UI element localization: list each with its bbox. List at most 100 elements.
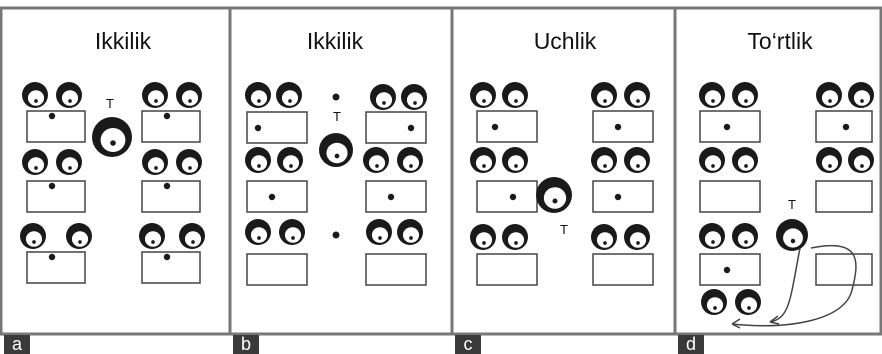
- desk-dot: [163, 253, 171, 261]
- desk: [699, 180, 761, 213]
- desk: [365, 180, 427, 213]
- desk: [26, 251, 86, 284]
- desk-dot: [163, 112, 171, 120]
- desk: [815, 253, 873, 286]
- panel-a-label: a: [4, 335, 30, 354]
- move-arrow: [731, 244, 857, 327]
- panel-c-title: Uchlik: [533, 28, 597, 54]
- panel-b-label: b: [233, 335, 259, 354]
- student-head: [176, 82, 202, 108]
- desk-dot: [723, 266, 731, 274]
- desk-dot: [48, 112, 56, 120]
- student-head: [624, 147, 650, 173]
- student-head: [401, 84, 427, 110]
- student-head: [816, 147, 842, 173]
- desk-dot: [491, 123, 499, 131]
- desk: [141, 180, 201, 213]
- student-head: [363, 147, 389, 173]
- student-head: [735, 289, 761, 315]
- student-head: [276, 82, 302, 108]
- student-head: [732, 82, 758, 108]
- desk-dot: [254, 124, 262, 132]
- student-head: [397, 147, 423, 173]
- desk-dot: [268, 193, 276, 201]
- student-head: [699, 82, 725, 108]
- desk: [592, 180, 654, 213]
- arrow-head: [731, 318, 741, 329]
- student-head: [624, 224, 650, 250]
- teacher-head: [319, 133, 353, 167]
- student-head: [701, 289, 727, 315]
- student-head: [366, 219, 392, 245]
- student-head: [848, 147, 874, 173]
- panel-d-title: To‘rtlik: [747, 28, 813, 54]
- student-head: [591, 82, 617, 108]
- student-head: [591, 224, 617, 250]
- desk-dot: [48, 182, 56, 190]
- desk-dot: [407, 124, 415, 132]
- desk: [26, 110, 86, 143]
- desk: [476, 180, 538, 213]
- desk: [141, 110, 201, 143]
- panel-c-label: c: [455, 335, 481, 354]
- student-head: [470, 224, 496, 250]
- desk: [246, 253, 308, 286]
- desk: [476, 253, 538, 286]
- desk-dot: [163, 182, 171, 190]
- marker-dot: [332, 231, 340, 239]
- student-head: [142, 82, 168, 108]
- student-head: [397, 219, 423, 245]
- panel-b-title: Ikkilik: [306, 28, 364, 54]
- desk-dot: [48, 253, 56, 261]
- desk: [365, 111, 427, 144]
- desk-dot: [509, 193, 517, 201]
- desk: [476, 110, 538, 143]
- arrow-head: [769, 315, 780, 325]
- student-head: [277, 147, 303, 173]
- student-head: [139, 223, 165, 249]
- desk: [365, 253, 427, 286]
- student-head: [470, 147, 496, 173]
- student-head: [502, 147, 528, 173]
- student-head: [370, 84, 396, 110]
- panel-c-teacher-label: T: [560, 222, 568, 237]
- student-head: [848, 82, 874, 108]
- desk-dot: [614, 123, 622, 131]
- desk: [246, 180, 308, 213]
- desk: [26, 180, 86, 213]
- desk: [141, 251, 201, 284]
- student-head: [245, 147, 271, 173]
- student-head: [699, 223, 725, 249]
- desk-dot: [387, 193, 395, 201]
- panel-a-teacher-label: T: [106, 96, 114, 111]
- desk-dot: [723, 123, 731, 131]
- student-head: [56, 82, 82, 108]
- student-head: [816, 82, 842, 108]
- figure-frame: [0, 6, 882, 336]
- student-head: [20, 223, 46, 249]
- student-head: [245, 82, 271, 108]
- move-arrow: [769, 247, 801, 323]
- panel-a-title: Ikkilik: [94, 28, 152, 54]
- desk: [815, 180, 873, 213]
- student-head: [56, 149, 82, 175]
- marker-dot: [332, 93, 340, 101]
- teacher-head: [536, 177, 572, 213]
- student-head: [502, 82, 528, 108]
- student-head: [699, 147, 725, 173]
- student-head: [66, 223, 92, 249]
- student-head: [591, 147, 617, 173]
- desk-dot: [842, 123, 850, 131]
- student-head: [176, 149, 202, 175]
- panel-d-label: d: [678, 335, 704, 354]
- student-head: [732, 147, 758, 173]
- student-head: [624, 82, 650, 108]
- student-head: [22, 82, 48, 108]
- student-head: [732, 223, 758, 249]
- student-head: [245, 219, 271, 245]
- desk-dot: [614, 193, 622, 201]
- student-head: [502, 224, 528, 250]
- teacher-head: [92, 117, 132, 157]
